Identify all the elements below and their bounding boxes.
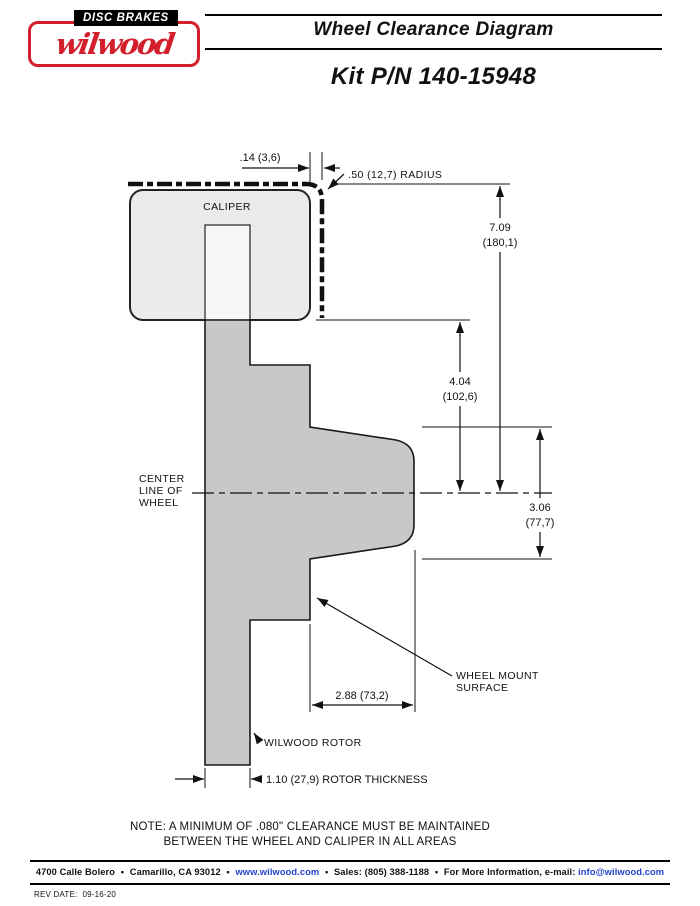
- header-rule-top: [205, 14, 662, 16]
- wheel-mount-label-1: WHEEL MOUNT: [456, 670, 539, 682]
- radius-label: .50 (12,7) RADIUS: [348, 169, 442, 181]
- rev-date-value: 09-16-20: [82, 890, 117, 899]
- dim-text-rotor-thickness: 1.10 (27,9) ROTOR THICKNESS: [266, 774, 428, 786]
- disc-brakes-tagline: DISC BRAKES: [74, 10, 178, 26]
- footer-sales-phone: Sales: (805) 388-1188: [334, 867, 430, 877]
- rotor-leader-line: [253, 732, 264, 745]
- kit-part-number: Kit P/N 140-15948: [330, 63, 537, 90]
- wheel-mount-label-2: SURFACE: [456, 682, 508, 694]
- footer-bullet: •: [434, 867, 439, 877]
- wheel-clearance-phantom-line: [128, 181, 325, 318]
- dim-text-306: 3.06: [529, 502, 550, 514]
- footer-city: Camarillo, CA 93012: [129, 867, 221, 877]
- wilwood-logo: wilwood DISC BRAKES: [28, 10, 204, 67]
- centerline-label-2: LINE OF: [139, 485, 183, 497]
- clearance-note-line2: BETWEEN THE WHEEL AND CALIPER IN ALL ARE…: [163, 836, 457, 848]
- dim-text-709-mm: (180,1): [483, 237, 518, 249]
- footer-email-link[interactable]: info@wilwood.com: [578, 867, 665, 877]
- centerline-label-1: CENTER: [139, 473, 185, 485]
- rotor-hat-shape: [204, 319, 415, 766]
- footer-bullet: •: [226, 867, 230, 877]
- footer-contact-line: 4700 Calle Bolero • Camarillo, CA 93012 …: [0, 867, 700, 877]
- dim-text-clearance: .14 (3,6): [240, 152, 281, 164]
- footer-address: 4700 Calle Bolero: [35, 867, 116, 877]
- header-rule-bottom: [205, 48, 662, 50]
- clearance-note: NOTE: A MINIMUM OF .080" CLEARANCE MUST …: [60, 820, 560, 850]
- dim-text-backing: [434, 372, 486, 406]
- dim-text-404-mm: (102,6): [443, 391, 478, 403]
- rotor-label: WILWOOD ROTOR: [264, 737, 362, 749]
- page-title: Wheel Clearance Diagram: [313, 19, 554, 40]
- dim-text-404: 4.04: [449, 376, 470, 388]
- caliper-rotor-slot: [204, 224, 251, 321]
- dim-text-306-mm: (77,7): [526, 517, 555, 529]
- footer-rule-bottom: [30, 883, 670, 885]
- dim-text-288: 2.88 (73,2): [335, 690, 388, 702]
- rev-date: REV DATE: 09-16-20: [34, 890, 121, 899]
- dim-text-backing: [514, 498, 566, 532]
- footer-website-link[interactable]: www.wilwood.com: [235, 867, 320, 877]
- footer-rule-top: [30, 860, 670, 862]
- dim-text-backing: [476, 218, 524, 252]
- footer-info-prefix: For More Information, e-mail:: [443, 867, 576, 877]
- caliper-label: CALIPER: [203, 201, 251, 213]
- radius-leader-line: [327, 173, 345, 190]
- rev-date-label: REV DATE:: [34, 890, 78, 899]
- centerline-label-3: WHEEL: [139, 497, 178, 509]
- wheel-mount-leader-line: [316, 597, 453, 677]
- footer-bullet: •: [120, 867, 125, 877]
- clearance-note-line1: NOTE: A MINIMUM OF .080" CLEARANCE MUST …: [130, 821, 490, 833]
- footer-bullet: •: [324, 867, 329, 877]
- dim-text-709: 7.09: [489, 222, 510, 234]
